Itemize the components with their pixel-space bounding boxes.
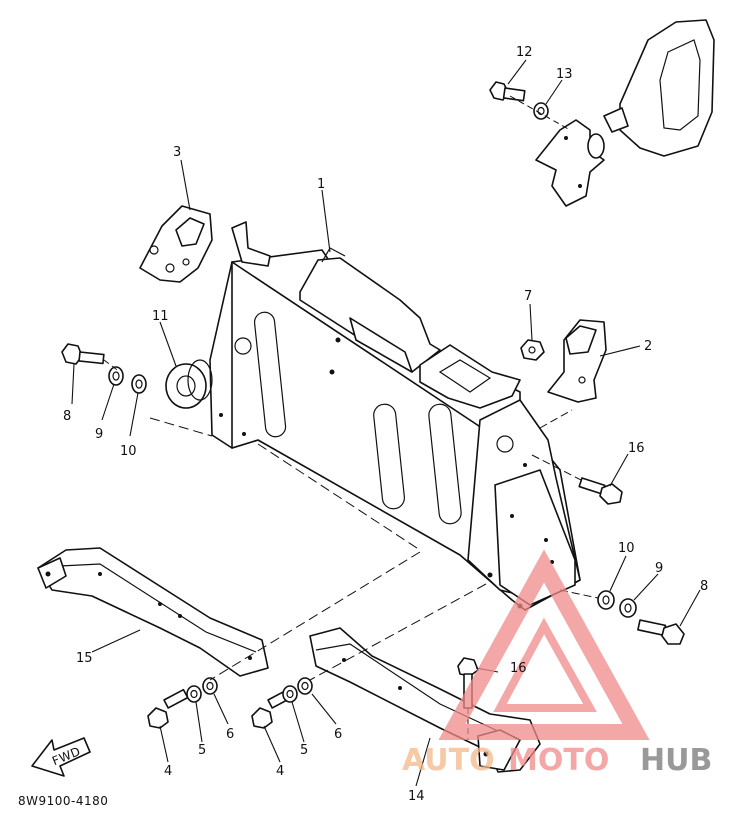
washer-part-9-left	[108, 366, 124, 386]
automotohub-watermark: AUTO MOTO HUB	[402, 549, 712, 778]
watermark-text-hub: HUB	[640, 743, 712, 778]
bolt-part-16-right	[578, 477, 623, 505]
washer-part-13	[533, 102, 549, 120]
watermark-text-auto: AUTO	[402, 743, 495, 778]
main-frame-part-1	[209, 221, 581, 611]
callout-10-right: 10	[618, 541, 635, 556]
assembly-lines	[103, 95, 599, 740]
callout-6-left: 6	[226, 727, 234, 742]
bolt-part-8-right	[637, 619, 685, 645]
callout-5-right: 5	[300, 743, 308, 758]
callout-11: 11	[152, 309, 169, 324]
rubber-mount-part-11	[165, 359, 213, 409]
callout-12: 12	[516, 45, 533, 60]
bracket-part-3	[139, 205, 213, 283]
callout-9-right: 9	[655, 561, 663, 576]
fwd-label: FWD	[50, 744, 83, 768]
bolt-part-4-left	[147, 688, 189, 729]
callout-5-left: 5	[198, 743, 206, 758]
bracket-part-2	[547, 319, 607, 403]
callout-8-left: 8	[63, 409, 71, 424]
washer-part-6-left	[202, 677, 218, 695]
callout-14: 14	[408, 789, 425, 804]
washer-part-5-right	[282, 685, 298, 703]
callout-16-right: 16	[628, 441, 645, 456]
washer-part-5-left	[186, 685, 202, 703]
nut-part-7	[520, 339, 545, 361]
fwd-arrow-icon: FWD	[31, 737, 91, 777]
diagram-code: 8W9100-4180	[18, 794, 108, 808]
callout-8-right: 8	[700, 579, 708, 594]
callout-13: 13	[556, 67, 573, 82]
washer-part-10-left	[131, 374, 147, 394]
rail-part-15	[37, 547, 269, 677]
callout-4-right: 4	[276, 764, 284, 779]
watermark-text-moto: MOTO	[508, 743, 609, 778]
callout-1: 1	[317, 177, 325, 192]
callout-15: 15	[76, 651, 93, 666]
callout-16-lower: 16	[510, 661, 527, 676]
callout-labels: 1 2 3 4 4 5 5 6 6 7 8 8 9 9 10 10 11 12 …	[63, 45, 708, 804]
callout-2: 2	[644, 339, 652, 354]
callout-6-right: 6	[334, 727, 342, 742]
callout-7: 7	[524, 289, 532, 304]
washer-part-9-right	[619, 598, 637, 618]
washer-part-6-right	[297, 677, 313, 695]
callout-10-left: 10	[120, 444, 137, 459]
callout-9-left: 9	[95, 427, 103, 442]
callout-4-left: 4	[164, 764, 172, 779]
bolt-part-8-left	[61, 343, 105, 365]
callout-3: 3	[173, 145, 181, 160]
washer-part-10-right	[597, 590, 615, 610]
bolt-part-12	[489, 81, 526, 102]
handle-assembly	[535, 19, 715, 207]
leader-lines	[71, 59, 701, 787]
